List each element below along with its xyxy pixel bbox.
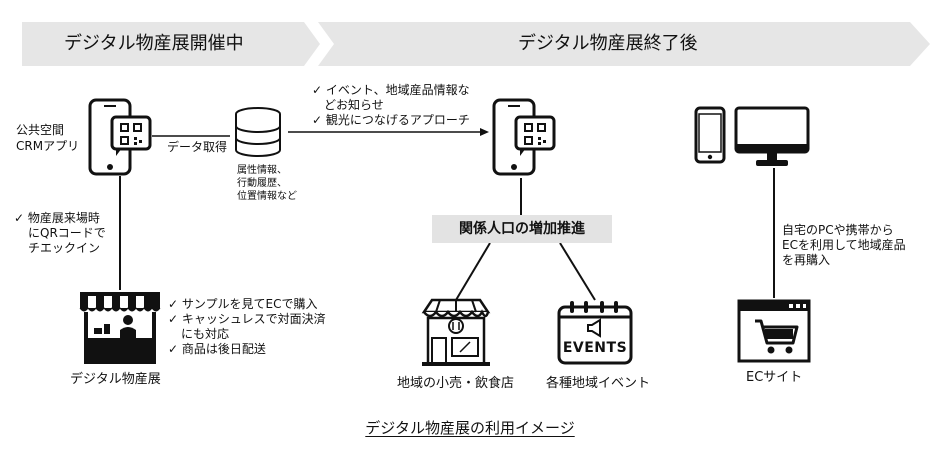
booth-point-2: キャッシュレスで対面決済 bbox=[168, 312, 326, 327]
ec-site-label: ECサイト bbox=[746, 370, 803, 385]
notice-line-2: どお知らせ bbox=[324, 98, 384, 112]
phase-banner-during: デジタル物産展開催中 bbox=[22, 22, 320, 66]
checkin-line-1: 物産展来場時 bbox=[14, 211, 100, 226]
repurchase-line-1: 自宅のPCや携帯から bbox=[782, 223, 894, 237]
ec-site-cart-icon bbox=[737, 299, 811, 363]
shop-label: 地域の小売・飲食店 bbox=[397, 376, 515, 391]
left-phone-qr-icon bbox=[88, 98, 152, 176]
data-acquire-label: データ取得 bbox=[165, 140, 230, 155]
repurchase-line-3: を再購入 bbox=[782, 253, 831, 267]
app-label-2: CRMアプリ bbox=[16, 139, 80, 153]
center-phone-qr-icon bbox=[492, 98, 556, 176]
caption-text: デジタル物産展の利用イメージ bbox=[365, 419, 575, 437]
phase-during-label: デジタル物産展開催中 bbox=[64, 33, 244, 54]
db-info-line-2: 行動履歴、 bbox=[237, 178, 287, 189]
arrow-head bbox=[480, 128, 489, 136]
checkin-line-3: チエックイン bbox=[28, 241, 101, 255]
booth-point-2-cont: にも対応 bbox=[181, 327, 230, 341]
shop-icon bbox=[421, 298, 491, 366]
booth-icon bbox=[79, 292, 161, 364]
app-label-1: 公共空間 bbox=[16, 123, 65, 137]
db-info-line-1: 属性情報、 bbox=[237, 165, 287, 176]
repurchase-line-2: ECを利用して地域産品 bbox=[782, 238, 906, 252]
database-icon bbox=[235, 107, 281, 157]
relation-events-line bbox=[559, 242, 596, 301]
notice-line-1: イベント、地域産品情報な bbox=[312, 83, 470, 98]
diagram-caption: デジタル物産展の利用イメージ bbox=[0, 417, 940, 438]
monitor-icon bbox=[734, 106, 810, 166]
checkin-line-2: にQRコードで bbox=[28, 226, 106, 240]
booth-point-3: 商品は後日配送 bbox=[168, 342, 266, 357]
events-icon-text: EVENTS bbox=[562, 340, 628, 356]
phase-banner-after: デジタル物産展終了後 bbox=[318, 22, 930, 66]
smartphone-icon bbox=[694, 106, 726, 164]
booth-point-1: サンプルを見てECで購入 bbox=[168, 297, 318, 312]
relation-population-box: 関係人口の増加推進 bbox=[432, 215, 612, 243]
events-label: 各種地域イベント bbox=[546, 376, 651, 391]
phase-after-label: デジタル物産展終了後 bbox=[518, 33, 698, 54]
notice-line-3: 観光につなげるアプローチ bbox=[312, 113, 470, 128]
events-calendar-icon: EVENTS bbox=[556, 299, 634, 365]
booth-label: デジタル物産展 bbox=[70, 372, 161, 387]
relation-shop-line bbox=[455, 242, 491, 301]
db-info-line-3: 位置情報など bbox=[237, 191, 297, 202]
